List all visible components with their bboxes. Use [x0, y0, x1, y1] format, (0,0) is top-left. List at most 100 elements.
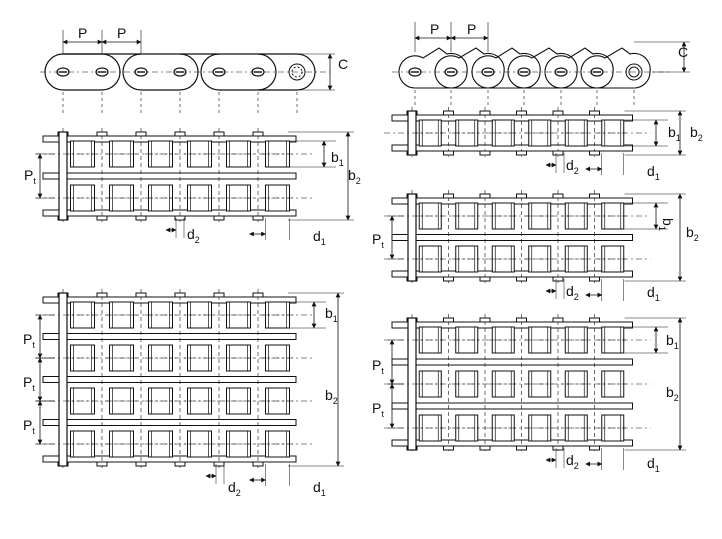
left-duplex-top-view [35, 128, 354, 240]
link-plate-strip [42, 172, 297, 180]
right-simplex-top-view [384, 107, 686, 175]
b1-label: b1 [325, 305, 338, 324]
b2-label: b2 [686, 224, 699, 243]
pin-head [135, 131, 147, 137]
d1-label: d1 [647, 284, 660, 303]
pin-head [96, 461, 108, 467]
link-plate-strip [391, 402, 633, 410]
pin-head [135, 461, 147, 467]
b2-label: b2 [325, 387, 338, 406]
link-plate-strip [391, 234, 633, 241]
pin-head [252, 215, 264, 221]
connecting-pin [58, 131, 68, 221]
pt-label: Pt [24, 167, 36, 186]
pin-head [443, 193, 454, 199]
offset-link-plate [507, 47, 578, 89]
pin-head [516, 193, 527, 199]
d2-label: d2 [187, 226, 200, 245]
pin-head [479, 445, 491, 451]
pin-head [443, 110, 454, 116]
pin-head [174, 461, 186, 467]
pin-head [516, 317, 527, 323]
pin-head [552, 317, 564, 323]
pin-head [252, 292, 264, 298]
pin-head [479, 193, 491, 199]
d2-label: d2 [566, 283, 579, 302]
pin-head [443, 150, 454, 156]
pin-head [213, 215, 225, 221]
right-triplex-labels: b1 b2 Pt Pt d2 d1 [372, 332, 679, 474]
pt-label: Pt [372, 357, 384, 376]
right-simplex-labels: b1 b2 d2 d1 [566, 124, 703, 182]
pt-label: Pt [372, 231, 384, 250]
offset-link-plate [434, 47, 505, 89]
pin-head [552, 110, 564, 116]
b1-label: b1 [668, 124, 681, 143]
pin-head [213, 461, 225, 467]
pin-head [479, 110, 491, 116]
pin-head [552, 150, 564, 156]
pin-head [174, 292, 186, 298]
right-side-labels: P P C [430, 21, 688, 60]
offset-link-plate [580, 47, 651, 89]
pin-head [552, 276, 564, 282]
pin-head [516, 445, 527, 451]
pin-head [589, 110, 600, 116]
b2-label: b2 [348, 167, 361, 186]
pin-head [479, 317, 491, 323]
pin-head [252, 131, 264, 137]
offset-link-plate [398, 47, 468, 89]
pitch-label-1: P [78, 25, 87, 41]
d2-label: d2 [566, 452, 579, 471]
b1-label: b1 [331, 149, 344, 168]
pin-head [443, 276, 454, 282]
pt-label: Pt [372, 400, 384, 419]
pitch-label-2: P [117, 25, 126, 41]
d1-label: d1 [647, 455, 660, 474]
pin-head [589, 317, 600, 323]
pin-head [479, 150, 491, 156]
b2-label: b2 [690, 124, 703, 143]
link-plate-strip [42, 333, 297, 340]
pin-head [516, 150, 527, 156]
pin-head [252, 461, 264, 467]
offset-link-plate [471, 47, 541, 89]
d2-label: d2 [566, 157, 579, 176]
pin-head [552, 445, 564, 451]
left-duplex-labels: b1 b2 Pt d2 d1 [24, 149, 361, 247]
pin-head [443, 317, 454, 323]
right-duplex-labels: b1 b2 Pt d2 d1 [372, 218, 699, 303]
pin-head [516, 276, 527, 282]
pitch-label-4: P [467, 21, 476, 37]
pt-label: Pt [23, 417, 35, 436]
d1-label: d1 [313, 479, 326, 498]
pin-head [589, 445, 600, 451]
pt-label: Pt [23, 374, 35, 393]
connecting-pin [58, 292, 68, 467]
right-triplex-top-view [384, 314, 686, 470]
d2-label: d2 [228, 479, 241, 498]
link-plate-strip [42, 376, 297, 383]
pin-head [516, 110, 527, 116]
pin-head [135, 292, 147, 298]
pin-head [589, 193, 600, 199]
pitch-label-3: P [430, 21, 439, 37]
right-side-view [392, 22, 690, 108]
connecting-pin [407, 193, 417, 282]
b1-label: b1 [657, 218, 676, 231]
clearance-label-right: C [678, 44, 688, 60]
top-views [35, 107, 686, 486]
pin-head [96, 292, 108, 298]
pin-head [552, 193, 564, 199]
offset-link-plate [544, 47, 614, 89]
pin-head [589, 276, 600, 282]
left-quadruplex-labels: b1 b2 Pt Pt Pt d2 d1 [23, 305, 338, 498]
pt-label: Pt [23, 331, 35, 350]
pin-head [479, 276, 491, 282]
clearance-label: C [338, 56, 348, 72]
pin-head [96, 215, 108, 221]
link-plate-outline [122, 53, 199, 91]
pin-head [213, 292, 225, 298]
pin-head [443, 445, 454, 451]
